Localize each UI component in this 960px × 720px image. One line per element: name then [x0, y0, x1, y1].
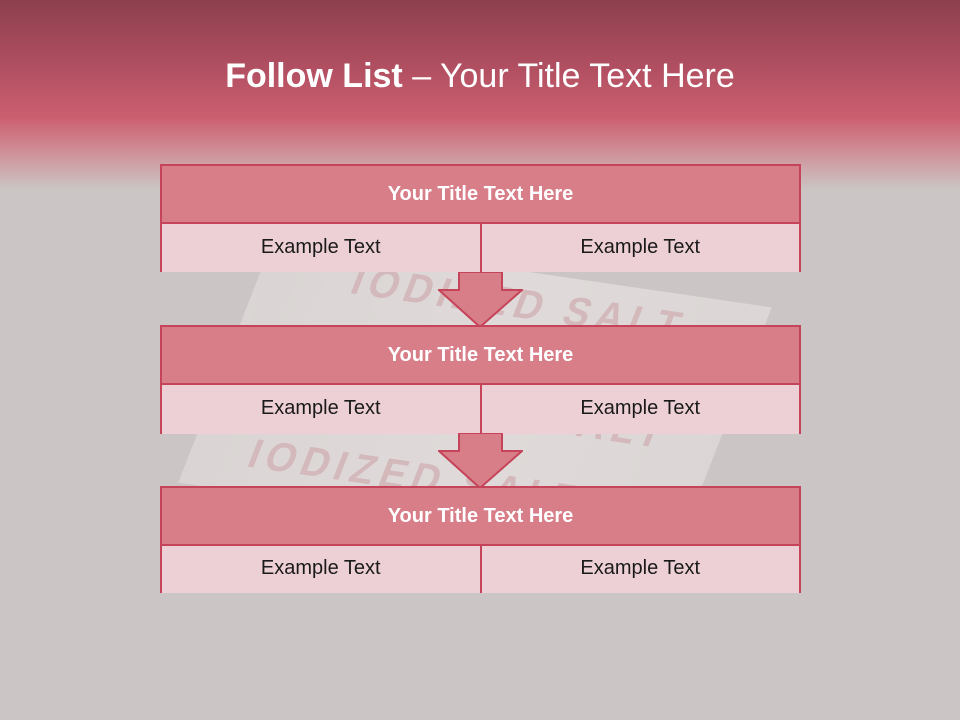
block-1-title: Your Title Text Here [162, 166, 799, 224]
block-2-left-text: Example Text [260, 397, 381, 419]
block-3-title: Your Title Text Here [162, 488, 799, 546]
block-1-right-text: Example Text [479, 224, 800, 272]
down-arrow-icon [438, 272, 523, 328]
list-block-3: Your Title Text Here Example Text Exampl… [160, 486, 801, 593]
block-3-row: Example Text Example Text [162, 546, 799, 593]
slide-title: Follow List – Your Title Text Here [0, 52, 960, 100]
block-1-row: Example Text Example Text [162, 224, 799, 272]
block-1-left-text: Example Text [260, 236, 381, 258]
list-block-1: Your Title Text Here Example Text Exampl… [160, 164, 801, 272]
block-2-title: Your Title Text Here [162, 327, 799, 385]
block-3-left-text: Example Text [260, 557, 381, 579]
slide-title-rest: – Your Title Text Here [412, 57, 735, 95]
block-2-right-text: Example Text [479, 385, 800, 434]
slide-title-bold: Follow List [225, 57, 403, 95]
header-band [0, 0, 960, 190]
down-arrow-icon [438, 433, 523, 489]
block-2-row: Example Text Example Text [162, 385, 799, 434]
block-3-right-text: Example Text [479, 546, 800, 593]
list-block-2: Your Title Text Here Example Text Exampl… [160, 325, 801, 434]
